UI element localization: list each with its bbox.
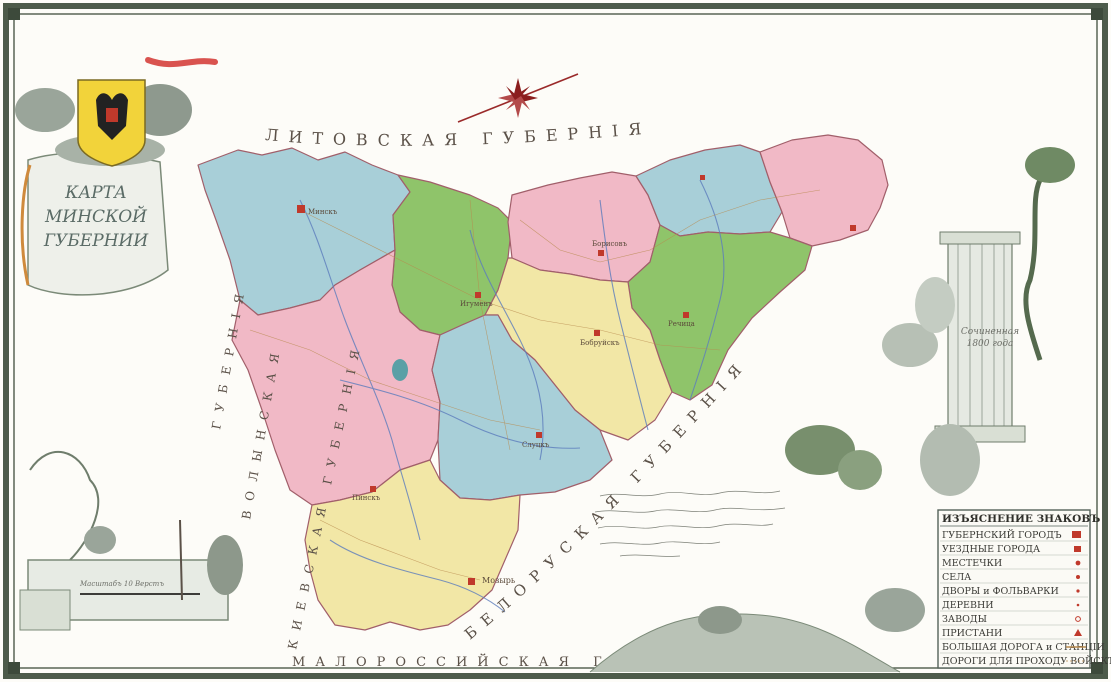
corner-ornament-tl [8,8,20,20]
legend-symbol-icon [1075,616,1081,622]
svg-text:МЕСТЕЧКИ: МЕСТЕЧКИ [942,558,1002,569]
svg-text:ПРИСТАНИ: ПРИСТАНИ [942,628,1002,639]
legend-item: ПРИСТАНИ [942,628,1082,639]
legend-box: ИЗЪЯСНЕНИЕ ЗНАКОВЪ ГУБЕРНСКИЙ ГОРОДЪ УЕЗ… [937,509,1111,669]
province-regions [197,134,889,631]
town-bobruisk[interactable]: Бобруйскъ [580,330,620,347]
title-line-3: ГУБЕРНИИ [43,231,150,251]
legend-item: ГУБЕРНСКИЙ ГОРОДЪ [942,529,1081,541]
svg-text:Минскъ: Минскъ [308,208,338,216]
legend-item: МЕСТЕЧКИ [942,558,1081,569]
foliage [785,425,855,475]
inscription [594,490,786,557]
svg-text:ЗАВОДЫ: ЗАВОДЫ [942,614,987,625]
lake [392,359,408,381]
compass-rose-icon [457,73,579,123]
cherub-figure [84,526,116,554]
svg-text:Слуцкъ: Слуцкъ [522,441,550,449]
towns: Минскъ Игуменъ Борисовъ Бобруйскъ Речица… [297,175,856,585]
town-slutsk[interactable]: Слуцкъ [522,432,550,449]
town-mozyr[interactable]: Мозырь [468,576,516,585]
svg-text:ДВОРЫ и ФОЛЬВАРКИ: ДВОРЫ и ФОЛЬВАРКИ [942,586,1059,597]
legend-item: ЗАВОДЫ [942,614,1081,625]
town-igumen[interactable]: Игуменъ [460,292,493,308]
corner-ornament-tr [1091,8,1103,20]
corner-ornament-br [1091,662,1103,674]
roads [249,189,821,581]
legend-item: ДОРОГИ ДЛЯ ПРОХОДУ ВОЙСКЪ [942,655,1111,667]
legend-item: УЕЗДНЫЕ ГОРОДА [942,544,1081,555]
date-line-2: 1800 года [967,339,1014,349]
legend-item: БОЛЬШАЯ ДОРОГА и СТАНЦІИ [942,642,1105,653]
column [947,239,1013,431]
legend-symbol-icon [1074,629,1082,636]
label-malorossiyskaya: МАЛОРОССИЙСКАЯ ГУБ. [292,653,665,670]
date-line-1: Сочиненная [961,327,1019,337]
legend-symbol-icon [1076,603,1080,607]
svg-text:БОЛЬШАЯ ДОРОГА и СТАНЦІИ: БОЛЬШАЯ ДОРОГА и СТАНЦІИ [942,642,1105,653]
reclining-figure [698,606,742,634]
legend-heading: ИЗЪЯСНЕНИЕ ЗНАКОВЪ [942,513,1100,525]
title-line-1: КАРТА [64,183,127,203]
svg-text:Пинскъ: Пинскъ [352,494,381,502]
svg-text:ГУБЕРНСКИЙ ГОРОДЪ: ГУБЕРНСКИЙ ГОРОДЪ [942,529,1062,541]
legend-symbol-icon [1075,560,1081,566]
scale-cartouche: Масштабъ 10 Верстъ [19,450,243,631]
map-inner-frame [13,13,1098,669]
legend-item: ДВОРЫ и ФОЛЬВАРКИ [942,586,1080,597]
legend-symbol-icon [1072,531,1081,538]
legend-item: ДЕРЕВНИ [942,600,1080,611]
town-rechitsa[interactable]: Речица [668,312,695,328]
town-pinsk[interactable]: Пинскъ [352,486,381,502]
svg-text:ДЕРЕВНИ: ДЕРЕВНИ [942,600,994,611]
scale-label: Масштабъ 10 Верстъ [79,580,164,588]
reclining-figure [865,588,925,632]
legend-items: ГУБЕРНСКИЙ ГОРОДЪ УЕЗДНЫЕ ГОРОДА МЕСТЕЧК… [940,529,1111,667]
legend-item: СЕЛА [942,572,1080,583]
town-minsk[interactable]: Минскъ [297,205,338,216]
title-line-2: МИНСКОЙ [44,205,148,227]
allegory-right: Сочиненная 1800 года [589,147,1075,673]
seated-figure [920,424,980,496]
cherub-figure [207,535,243,595]
svg-text:Бобруйскъ: Бобруйскъ [580,339,620,347]
svg-text:Речица: Речица [668,320,695,328]
town-borisov[interactable]: Борисовъ [592,240,628,256]
town-marker[interactable] [700,175,705,180]
region-yellow-south[interactable] [304,459,521,631]
region-ne-pink[interactable] [759,134,889,247]
coat-of-arms-icon [77,79,146,167]
svg-text:Игуменъ: Игуменъ [460,300,493,308]
legend-symbol-icon [1076,589,1080,593]
svg-text:ДОРОГИ ДЛЯ ПРОХОДУ ВОЙСКЪ: ДОРОГИ ДЛЯ ПРОХОДУ ВОЙСКЪ [942,655,1111,667]
title-cartouche: КАРТА МИНСКОЙ ГУБЕРНИИ [15,57,218,296]
town-marker[interactable] [850,225,856,231]
corner-ornament-bl [8,662,20,674]
legend-symbol-icon [1074,546,1081,552]
rivers [299,179,725,613]
svg-text:Борисовъ: Борисовъ [592,240,628,248]
svg-text:УЕЗДНЫЕ ГОРОДА: УЕЗДНЫЕ ГОРОДА [942,544,1041,555]
angel-figure [915,277,955,333]
svg-text:СЕЛА: СЕЛА [942,572,972,583]
legend-symbol-icon [1076,575,1080,579]
svg-text:Мозырь: Мозырь [482,576,516,585]
region-blue-south[interactable] [431,314,613,501]
